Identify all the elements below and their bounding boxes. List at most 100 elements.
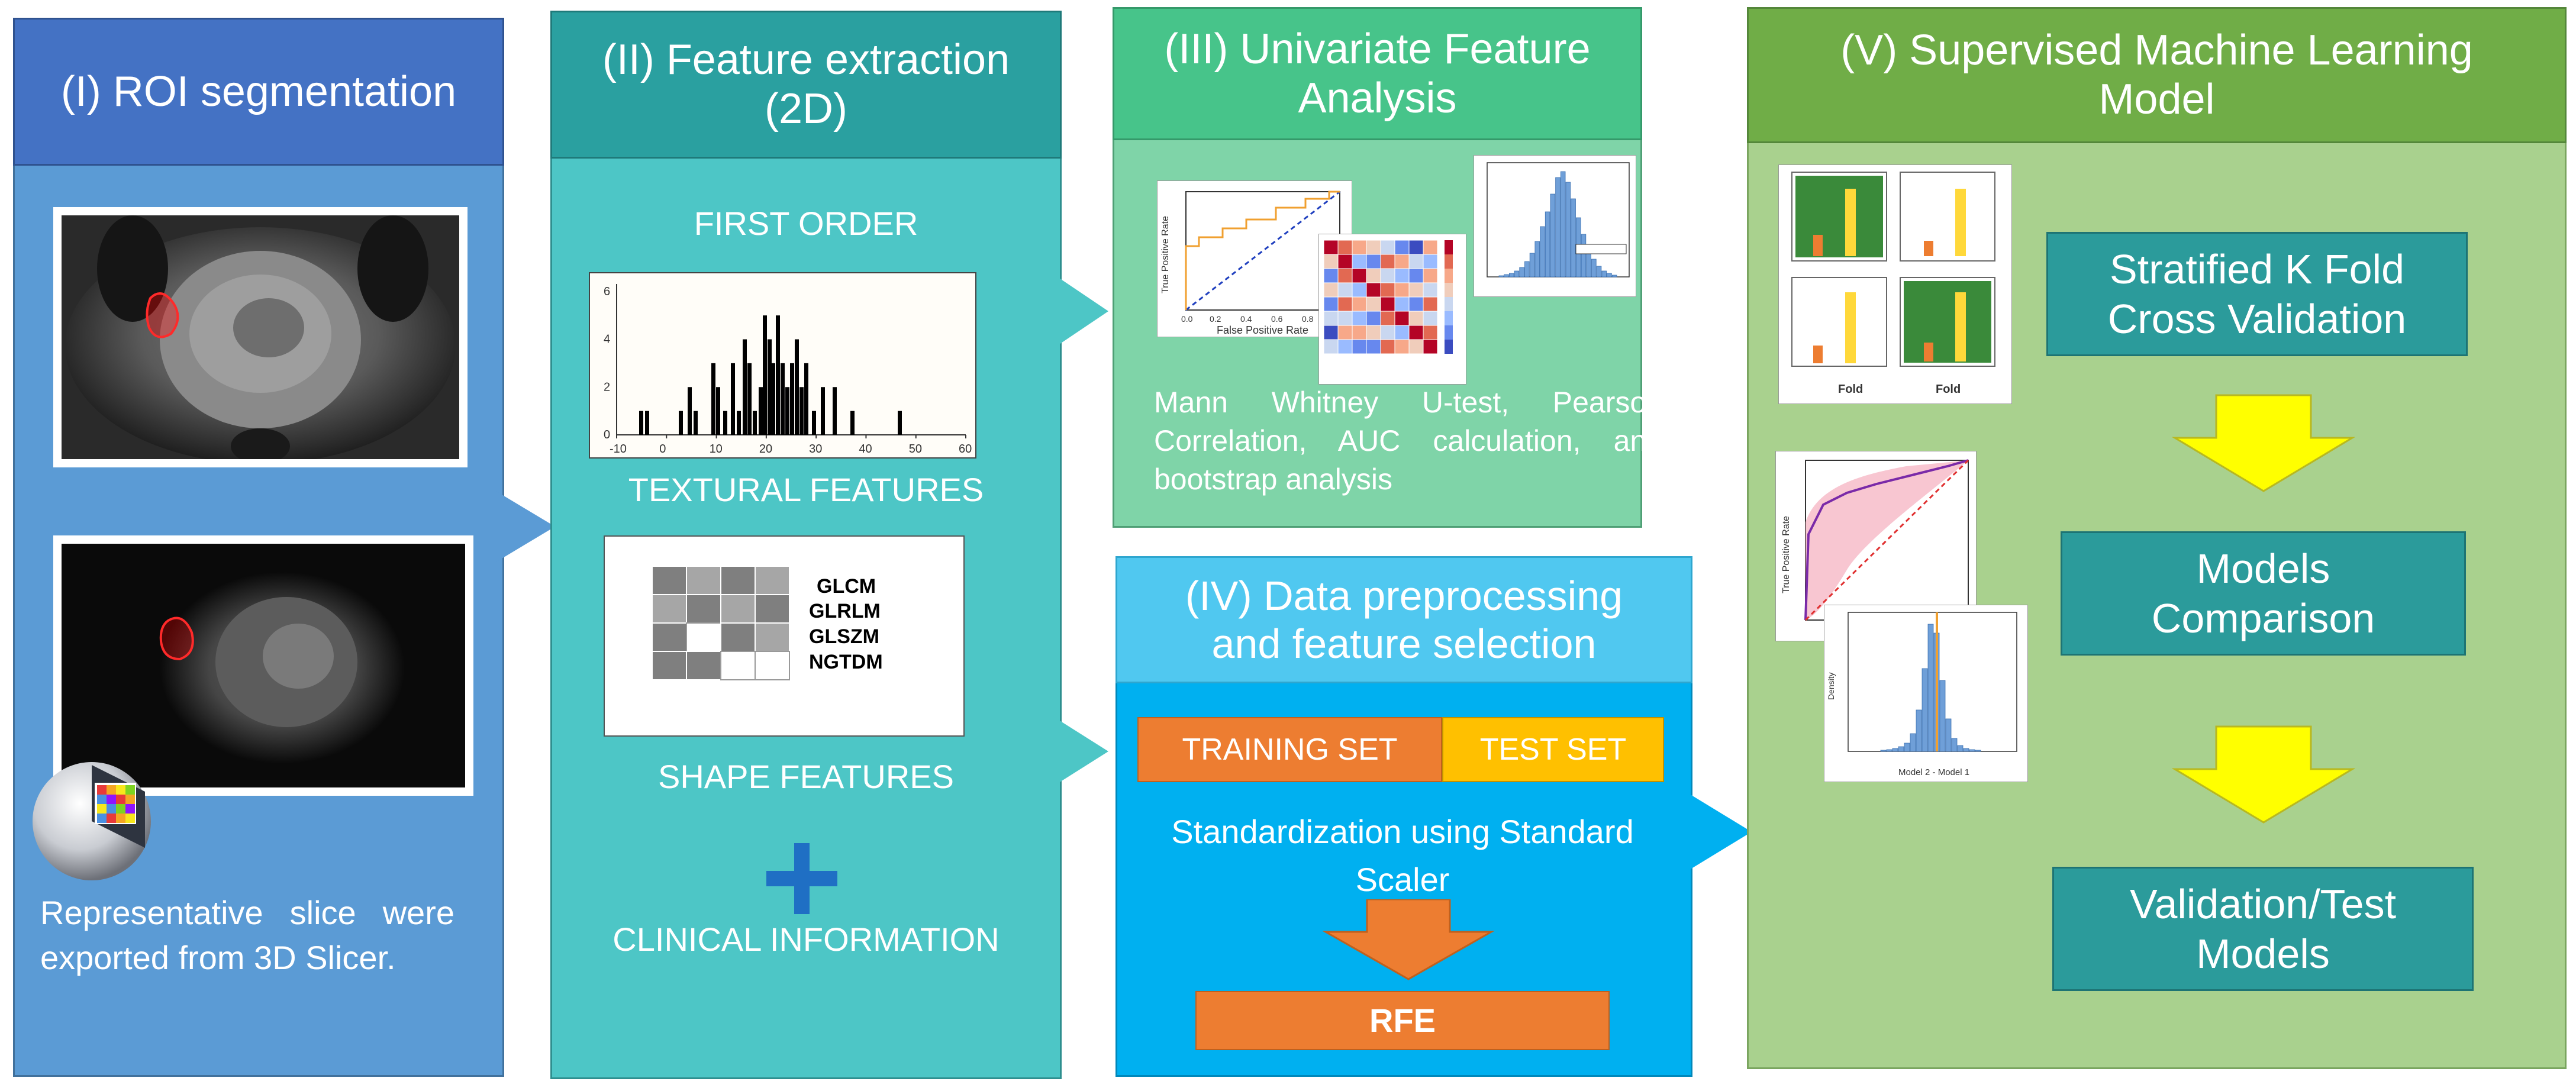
bootstrap-bar bbox=[1504, 274, 1509, 277]
density-bar bbox=[1892, 748, 1898, 752]
heatmap-cell bbox=[1423, 339, 1438, 354]
density-bar bbox=[1904, 743, 1910, 752]
heatmap-cell bbox=[1337, 268, 1353, 283]
heatmap-cell bbox=[1408, 254, 1424, 269]
bootstrap-bar bbox=[1611, 275, 1617, 277]
fold-label-2: Fold bbox=[1936, 383, 1961, 396]
arrow-panel4-to-panel5 bbox=[1690, 794, 1752, 870]
roc-tick-2: 0.4 bbox=[1240, 314, 1252, 324]
heatmap-cell bbox=[1352, 254, 1367, 269]
heatmap-cell bbox=[1352, 325, 1367, 340]
heatmap-colorbar-segment bbox=[1445, 340, 1453, 354]
density-bar bbox=[1880, 750, 1887, 752]
roc-curve-thumbnail: True Positive Rate False Positive Rate 0… bbox=[1157, 180, 1352, 337]
models-comparison-label: Models Comparison bbox=[2151, 546, 2375, 641]
heatmap-cell bbox=[1366, 311, 1381, 326]
histogram-bar bbox=[731, 363, 735, 435]
histogram-bar bbox=[639, 411, 643, 435]
bootstrap-bar bbox=[1571, 198, 1576, 277]
bootstrap-bar bbox=[1565, 182, 1571, 277]
bootstrap-bar bbox=[1514, 270, 1520, 277]
heatmap-cell bbox=[1380, 254, 1395, 269]
heatmap-cell bbox=[1380, 268, 1395, 283]
histogram-bar bbox=[645, 411, 649, 435]
histogram-xtick: 50 bbox=[909, 443, 922, 456]
histogram-bar bbox=[771, 363, 775, 435]
bootstrap-bar bbox=[1581, 234, 1587, 277]
heatmap-cell bbox=[1394, 311, 1410, 326]
heatmap-cell bbox=[1337, 296, 1353, 312]
histogram-xtick: 30 bbox=[809, 443, 822, 456]
heatmap-cell bbox=[1423, 254, 1438, 269]
heatmap-cell bbox=[1408, 325, 1424, 340]
panel5-title-line2: Model bbox=[2098, 76, 2215, 123]
panel4-title: (IV) Data preprocessing and feature sele… bbox=[1115, 556, 1692, 683]
panel2-title-line2: (2D) bbox=[765, 85, 847, 133]
bootstrap-bar bbox=[1534, 241, 1540, 277]
density-bar bbox=[1898, 746, 1904, 752]
bootstrap-bar bbox=[1498, 275, 1504, 277]
heatmap-cell bbox=[1323, 325, 1339, 340]
heatmap-cell bbox=[1423, 240, 1438, 255]
shape-features-text: SHAPE FEATURES bbox=[658, 758, 954, 795]
density-xlabel: Model 2 - Model 1 bbox=[1898, 767, 1969, 777]
mri-slice-t2-image bbox=[62, 215, 459, 464]
histogram-xtick: 10 bbox=[710, 443, 723, 456]
heatmap-cell bbox=[1380, 311, 1395, 326]
heatmap-cell bbox=[1366, 325, 1381, 340]
panel1-caption-text: Representative slice were exported from … bbox=[40, 894, 454, 976]
roc-xlabel: False Positive Rate bbox=[1217, 324, 1308, 336]
bootstrap-bar bbox=[1560, 171, 1566, 277]
textural-features-text: TEXTURAL FEATURES bbox=[628, 471, 984, 508]
texture-matrix-box: GLCM GLRLM GLSZM NGTDM bbox=[604, 535, 965, 737]
heatmap-cell bbox=[1408, 296, 1424, 312]
histogram-bar bbox=[763, 315, 767, 435]
panel3-title-line2: Analysis bbox=[1298, 74, 1457, 122]
heatmap-colorbar-segment bbox=[1445, 325, 1453, 340]
training-set-box: TRAINING SET bbox=[1137, 717, 1442, 782]
histogram-bar bbox=[768, 339, 772, 435]
histogram-ytick: 4 bbox=[604, 333, 610, 346]
bootstrap-bar bbox=[1591, 259, 1597, 277]
texture-label-glszm: GLSZM bbox=[809, 625, 879, 648]
histogram-bar bbox=[776, 315, 780, 435]
panel4-title-line1: (IV) Data preprocessing bbox=[1185, 573, 1623, 619]
validation-test-box: Validation/Test Models bbox=[2052, 867, 2474, 991]
panel5-title-line1: (V) Supervised Machine Learning bbox=[1840, 27, 2473, 75]
first-order-text: FIRST ORDER bbox=[694, 205, 918, 242]
histogram-bar bbox=[850, 411, 855, 435]
heatmap-cell bbox=[1366, 282, 1381, 298]
bootstrap-bar bbox=[1529, 253, 1535, 277]
density-ylabel: Density bbox=[1826, 672, 1836, 700]
histogram-bar bbox=[688, 387, 692, 435]
arrow-panel2-to-panel4 bbox=[1052, 716, 1108, 787]
bootstrap-bar bbox=[1550, 193, 1556, 277]
heatmap-cell bbox=[1394, 325, 1410, 340]
histogram-bar bbox=[790, 363, 794, 435]
heatmap-cell bbox=[1323, 296, 1339, 312]
models-comparison-box: Models Comparison bbox=[2061, 531, 2466, 656]
heatmap-cell bbox=[1366, 254, 1381, 269]
density-bar bbox=[1969, 749, 1975, 752]
density-bar bbox=[1945, 718, 1952, 752]
density-bar bbox=[1927, 624, 1934, 752]
density-bar bbox=[1921, 668, 1928, 752]
plus-icon bbox=[766, 843, 837, 914]
heatmap-cell bbox=[1408, 339, 1424, 354]
panel1-caption: Representative slice were exported from … bbox=[40, 890, 454, 980]
heatmap-cell bbox=[1408, 282, 1424, 298]
kfold-thumbnail: Fold Fold bbox=[1778, 164, 2012, 404]
heatmap-cell bbox=[1394, 296, 1410, 312]
density-bar bbox=[1916, 709, 1922, 752]
histogram-bar bbox=[747, 363, 752, 435]
heatmap-cell bbox=[1337, 254, 1353, 269]
heatmap-cell bbox=[1337, 325, 1353, 340]
bootstrap-bar bbox=[1607, 273, 1612, 277]
histogram-xtick: 0 bbox=[659, 443, 666, 456]
histogram-xtick: 60 bbox=[959, 443, 972, 456]
heatmap-cell bbox=[1394, 339, 1410, 354]
heatmap-cell bbox=[1423, 325, 1438, 340]
histogram-bar bbox=[753, 411, 757, 435]
